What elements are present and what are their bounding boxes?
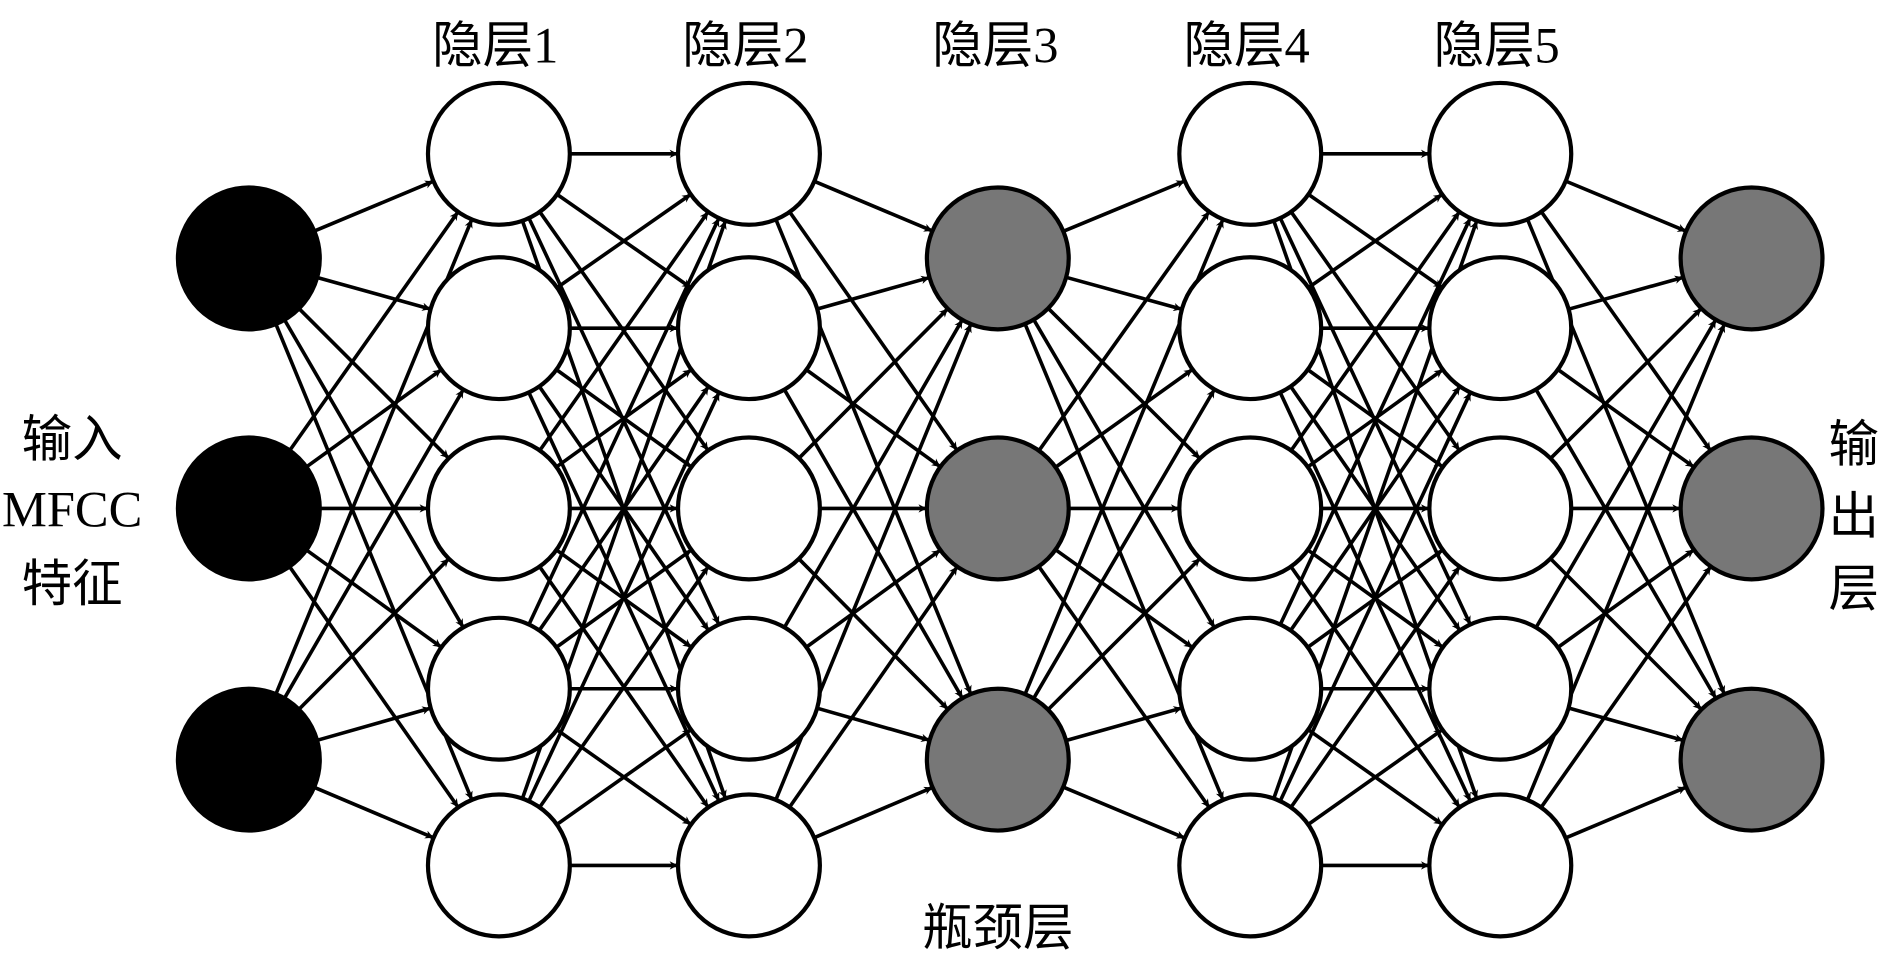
connection-arrow-hidden3-2-to-hidden4-3: [1065, 706, 1183, 743]
connection-arrow-input-0-to-hidden1-1: [316, 275, 432, 311]
connection-arrow-hidden5-0-to-output-0: [1565, 179, 1687, 233]
connection-arrow-hidden5-0-to-output-1: [1539, 210, 1713, 452]
connection-arrow-hidden3-0-to-hidden4-0: [1062, 179, 1186, 233]
connection-arrow-input-0-to-hidden1-0: [313, 179, 435, 233]
connection-arrow-hidden4-2-to-hidden5-0: [1289, 210, 1461, 452]
neuron-hidden4-3: [1177, 615, 1324, 762]
neuron-hidden5-0: [1427, 80, 1574, 227]
neuron-hidden4-0: [1177, 80, 1324, 227]
layer-label-hidden4: 隐层4: [1184, 18, 1310, 74]
output-label-line2: 出: [1829, 489, 1879, 545]
connection-arrow-hidden4-3-to-hidden5-0: [1278, 217, 1472, 626]
neuron-hidden4-1: [1177, 255, 1324, 402]
connection-arrow-hidden5-1-to-output-0: [1568, 275, 1684, 311]
connection-arrow-hidden4-4-to-hidden5-3: [1307, 728, 1444, 826]
connection-arrow-hidden4-4-to-hidden5-1: [1278, 391, 1473, 802]
connection-arrow-input-2-to-hidden1-2: [297, 557, 451, 711]
connection-arrow-input-1-to-hidden1-1: [305, 368, 443, 469]
connection-arrow-hidden2-0-to-hidden3-1: [788, 210, 959, 452]
neuron-hidden2-0: [675, 80, 822, 227]
connection-arrow-hidden5-2-to-output-0: [1549, 307, 1703, 460]
connection-arrow-input-0-to-hidden1-2: [297, 307, 451, 460]
connection-arrow-hidden4-1-to-hidden5-0: [1307, 192, 1444, 290]
connection-arrow-hidden2-0-to-hidden3-0: [813, 179, 934, 233]
connection-arrow-hidden3-0-to-hidden4-2: [1046, 307, 1202, 460]
connection-arrow-hidden2-2-to-hidden3-2: [797, 557, 950, 711]
connection-arrow-hidden1-4-to-hidden2-1: [527, 391, 721, 802]
input-label-line3: 特征: [22, 556, 123, 612]
neuron-hidden1-4: [425, 792, 572, 939]
neuron-output-1: [1678, 435, 1825, 582]
input-label-line2: MFCC: [2, 481, 142, 537]
layer-label-hidden2: 隐层2: [682, 18, 808, 74]
layer-label-hidden5: 隐层5: [1434, 18, 1560, 74]
connection-arrow-hidden1-4-to-hidden2-2: [538, 565, 710, 809]
connection-arrow-hidden5-3-to-output-2: [1568, 706, 1684, 743]
neurons: [175, 80, 1825, 939]
connection-arrow-hidden5-3-to-output-1: [1556, 548, 1695, 649]
connection-arrow-hidden5-3-to-output-0: [1534, 318, 1718, 629]
output-label-line3: 层: [1829, 561, 1879, 617]
neuron-hidden2-4: [675, 792, 822, 939]
neuron-hidden1-3: [425, 615, 572, 762]
connection-arrow-hidden2-1-to-hidden3-0: [816, 275, 930, 311]
connection-arrow-hidden2-3-to-hidden3-0: [782, 318, 964, 629]
neuron-hidden3-2: [924, 686, 1071, 833]
connection-arrow-hidden3-0-to-hidden4-1: [1065, 275, 1183, 312]
neuron-hidden1-2: [425, 435, 572, 582]
neuron-output-2: [1678, 686, 1825, 833]
connection-arrow-hidden3-2-to-hidden4-2: [1046, 557, 1202, 711]
neuron-hidden5-1: [1427, 255, 1574, 402]
neuron-input-1: [175, 435, 322, 582]
connection-arrow-hidden1-1-to-hidden2-0: [556, 192, 692, 290]
connection-arrow-hidden3-2-to-hidden4-4: [1062, 785, 1186, 840]
connection-arrow-hidden4-4-to-hidden5-2: [1289, 565, 1462, 809]
connection-arrow-hidden1-4-to-hidden2-3: [555, 728, 693, 826]
connection-arrow-input-2-to-hidden1-4: [313, 785, 435, 840]
connection-arrow-hidden1-2-to-hidden2-0: [538, 210, 710, 452]
neuron-hidden4-4: [1177, 792, 1324, 939]
neuron-input-0: [175, 185, 322, 332]
connection-arrow-hidden2-4-to-hidden3-1: [788, 565, 959, 809]
neuron-input-2: [175, 686, 322, 833]
connection-arrow-hidden3-2-to-hidden4-1: [1032, 388, 1216, 700]
neuron-hidden2-2: [675, 435, 822, 582]
neuron-hidden4-2: [1177, 435, 1324, 582]
neuron-hidden5-3: [1427, 615, 1574, 762]
connection-arrow-hidden5-4-to-output-1: [1539, 565, 1713, 809]
bottleneck-label: 瓶颈层: [922, 900, 1073, 956]
neuron-hidden2-1: [675, 255, 822, 402]
connection-arrow-hidden5-4-to-output-2: [1564, 785, 1687, 840]
connection-arrow-hidden3-1-to-hidden4-1: [1054, 367, 1194, 469]
connection-arrow-input-1-to-hidden1-4: [288, 565, 460, 809]
connection-arrow-hidden2-2-to-hidden3-0: [797, 307, 950, 460]
neuron-hidden3-1: [924, 435, 1071, 582]
output-label-line1: 输: [1829, 417, 1879, 473]
connection-arrow-hidden3-1-to-hidden4-0: [1037, 210, 1211, 452]
connection-arrow-hidden2-3-to-hidden3-1: [805, 548, 942, 649]
neuron-hidden2-3: [675, 615, 822, 762]
connection-arrow-hidden5-2-to-output-2: [1549, 557, 1703, 711]
connection-arrow-hidden2-4-to-hidden3-2: [813, 785, 934, 840]
connection-arrow-hidden2-3-to-hidden3-2: [816, 706, 931, 742]
connection-arrow-hidden3-1-to-hidden4-4: [1037, 565, 1211, 809]
layer-label-hidden3: 隐层3: [932, 18, 1058, 74]
neuron-hidden5-2: [1427, 435, 1574, 582]
neuron-hidden1-1: [425, 255, 572, 402]
connections: [274, 149, 1727, 870]
connection-arrow-input-1-to-hidden1-0: [288, 210, 460, 452]
layer-label-hidden1: 隐层1: [432, 18, 558, 74]
labels: 隐层1 隐层2 隐层3 隐层4 隐层5 输入 MFCC 特征 输 出 层 瓶颈层: [2, 18, 1879, 956]
connection-arrow-input-2-to-hidden1-3: [316, 706, 432, 743]
neuron-hidden3-0: [924, 185, 1071, 332]
neuron-hidden5-4: [1427, 792, 1574, 939]
connection-arrow-hidden1-3-to-hidden2-0: [527, 217, 721, 626]
connection-arrow-input-2-to-hidden1-1: [282, 388, 465, 700]
neuron-hidden1-0: [425, 80, 572, 227]
input-label-line1: 输入: [22, 412, 123, 468]
neuron-output-0: [1678, 185, 1825, 332]
